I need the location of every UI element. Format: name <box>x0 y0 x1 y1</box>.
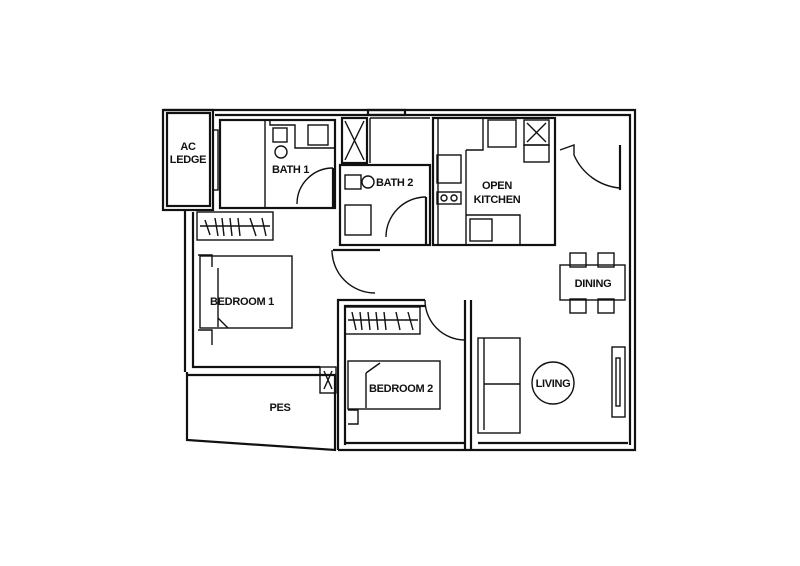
bedroom-2: BEDROOM 2 <box>336 298 628 450</box>
pes: PES <box>185 366 337 452</box>
bed <box>347 360 441 410</box>
window <box>366 108 407 117</box>
bedroom-1: BEDROOM 1 <box>183 210 380 372</box>
shower <box>340 116 369 165</box>
bed <box>199 255 293 329</box>
wardrobe <box>344 306 421 335</box>
bedroom-2-label: BEDROOM 2 <box>369 383 433 395</box>
kitchen-label-2: KITCHEN <box>474 194 521 206</box>
sofa <box>477 337 521 434</box>
open-kitchen: OPEN KITCHEN <box>431 116 557 247</box>
bath-2: BATH 2 <box>338 117 432 247</box>
living: LIVING <box>477 337 626 434</box>
bath-1: BATH 1 <box>218 118 337 210</box>
ac-ledge-label: AC <box>180 141 196 153</box>
pes-label: PES <box>269 402 290 414</box>
bedroom-1-label: BEDROOM 1 <box>210 296 274 308</box>
wardrobe <box>196 211 274 241</box>
door-swing <box>296 167 334 205</box>
dining: DINING <box>559 252 626 314</box>
toilet-icon <box>274 145 288 159</box>
fridge-icon <box>487 119 517 148</box>
sink-icon <box>436 154 462 184</box>
ac-ledge: AC LEDGE <box>161 108 219 212</box>
outer-walls <box>163 108 637 452</box>
living-label: LIVING <box>536 378 571 390</box>
dining-table <box>559 264 626 301</box>
tv-console <box>611 346 626 418</box>
main-door <box>559 144 622 190</box>
dining-label: DINING <box>575 278 612 290</box>
ac-ledge-label-2: LEDGE <box>170 154 206 166</box>
hob-icon <box>436 191 462 205</box>
bath-2-label: BATH 2 <box>376 177 413 189</box>
toilet-icon <box>361 175 375 189</box>
kitchen-label: OPEN <box>482 180 512 192</box>
bath-1-label: BATH 1 <box>272 164 309 176</box>
